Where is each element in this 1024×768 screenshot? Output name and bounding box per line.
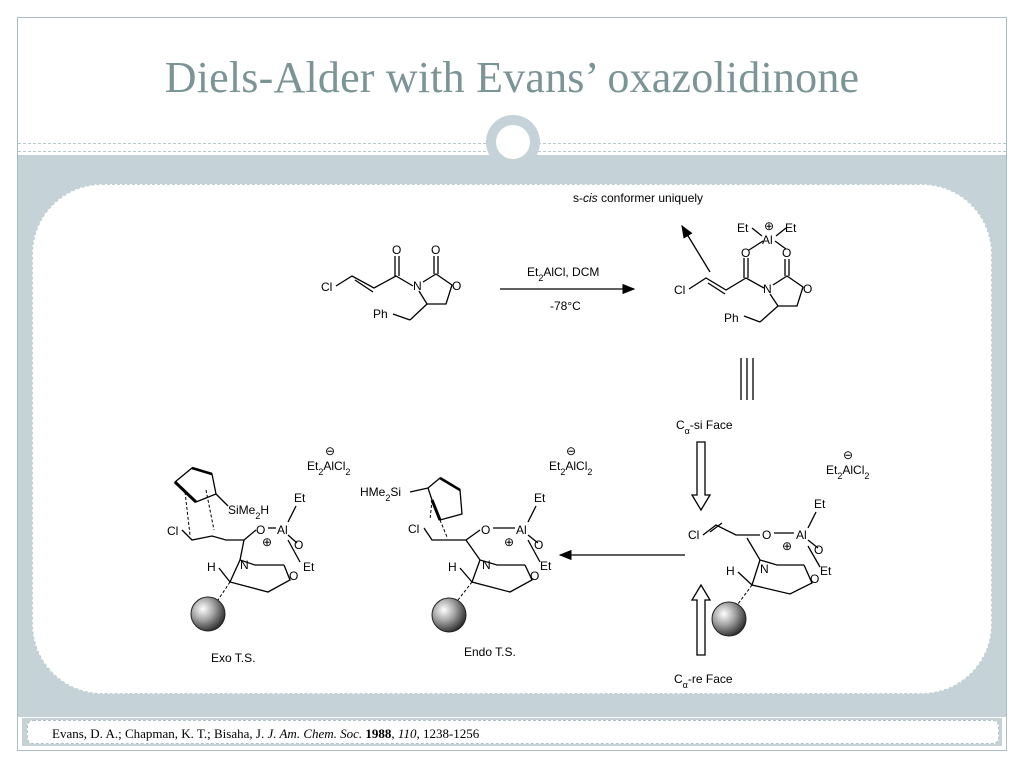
complex-et-right: Et [785, 221, 797, 235]
endo-n-label: N [482, 558, 491, 572]
endo-et-top: Et [534, 491, 546, 505]
complex-cl-label: Cl [674, 283, 685, 297]
counterion-minus-2: ⊖ [566, 444, 576, 458]
dien-o-2: O [814, 543, 823, 557]
dienophile-complex: ⊖ Et2AlCl2 Cl O Al ⊕ Et O Et N O H [688, 448, 869, 637]
complex-o1: O [741, 246, 750, 260]
complex-n-label: N [763, 282, 772, 296]
citation-journal: J. Am. Chem. Soc. [267, 726, 363, 741]
endo-label: Endo T.S. [464, 645, 516, 659]
si-face-arrow [690, 441, 712, 512]
endo-h-label: H [448, 560, 457, 574]
dien-al-label: Al [796, 528, 807, 542]
endo-silyl-label: HMe2Si [360, 485, 401, 503]
citation: Evans, D. A.; Chapman, K. T.; Bisaha, J.… [52, 726, 480, 741]
dien-o-carbonyl: O [762, 528, 771, 542]
endo-o-carbonyl: O [481, 523, 490, 537]
dien-plus: ⊕ [782, 539, 792, 553]
reaction-arrow: Et2AlCl, DCM -78°C [500, 265, 636, 313]
endo-al-label: Al [516, 523, 527, 537]
auxiliary-sphere-2 [431, 597, 467, 633]
dien-n-label: N [760, 562, 769, 576]
exo-o-2: O [294, 538, 303, 552]
counterion-3: Et2AlCl2 [826, 463, 869, 481]
sm-n-label: N [413, 279, 422, 293]
citation-year: 1988 [365, 726, 392, 741]
sm-ph-label: Ph [373, 307, 388, 321]
complex-et-left: Et [737, 221, 749, 235]
complex-al-label: Al [762, 233, 773, 247]
dien-cl-label: Cl [688, 528, 699, 542]
exo-cl-label: Cl [167, 524, 178, 538]
auxiliary-sphere-1 [190, 596, 226, 632]
complex-ring-o: O [803, 282, 812, 296]
endo-transition-state: ⊖ Et2AlCl2 HMe2Si Cl O Al ⊕ Et O Et N O … [360, 444, 592, 659]
counterion-minus-3: ⊖ [843, 448, 853, 462]
counterion-1: Et2AlCl2 [307, 459, 350, 477]
temperature-label: -78°C [550, 299, 581, 313]
re-face-arrow [690, 583, 712, 656]
auxiliary-sphere-3 [711, 601, 747, 637]
exo-o-carbonyl: O [256, 523, 265, 537]
re-face-label: Cα-re Face [674, 672, 733, 690]
exo-transition-state: ⊖ Et2AlCl2 SiMe2H Cl O Al ⊕ Et O Et N O … [167, 444, 350, 665]
equivalence-mark [740, 358, 754, 400]
exo-n-label: N [240, 558, 249, 572]
sm-cl-label: Cl [321, 280, 332, 294]
exo-label: Exo T.S. [211, 651, 255, 665]
sm-carbonyl-o1: O [392, 243, 401, 257]
citation-authors: Evans, D. A.; Chapman, K. T.; Bisaha, J. [52, 726, 265, 741]
complex-o2: O [782, 246, 791, 260]
sm-ring-o: O [452, 279, 461, 293]
exo-silyl-label: SiMe2H [228, 503, 269, 521]
starting-material: Cl O N O O Ph [321, 243, 461, 321]
exo-h-label: H [207, 560, 216, 574]
footer-box [27, 720, 999, 744]
endo-plus: ⊕ [504, 535, 514, 549]
title-ornament-center [493, 122, 533, 162]
exo-ring-o: O [289, 569, 298, 583]
dien-h-label: H [726, 564, 735, 578]
complex-ph-label: Ph [724, 311, 739, 325]
dien-et-top: Et [814, 497, 826, 511]
citation-volume: 110 [397, 726, 417, 741]
reagent-label: Et2AlCl, DCM [527, 265, 599, 283]
s-cis-note: s-cis conformer uniquely [573, 191, 703, 205]
exo-et-top: Et [294, 491, 306, 505]
counterion-minus-1: ⊖ [325, 444, 335, 458]
exo-plus: ⊕ [262, 535, 272, 549]
complex-plus: ⊕ [764, 219, 774, 233]
dien-et-bottom: Et [820, 564, 832, 578]
dien-ring-o: O [810, 572, 819, 586]
counterion-2: Et2AlCl2 [549, 459, 592, 477]
chelated-complex: s-cis conformer uniquely Cl O N O O Al ⊕… [573, 191, 812, 325]
endo-ring-o: O [530, 569, 539, 583]
endo-o-2: O [534, 538, 543, 552]
citation-pages: 1238-1256 [422, 726, 480, 741]
si-face-label: Cα-si Face [676, 418, 733, 436]
exo-et-bottom: Et [303, 560, 315, 574]
sm-carbonyl-o2: O [431, 243, 440, 257]
endo-et-bottom: Et [540, 559, 552, 573]
endo-cl-label: Cl [408, 522, 419, 536]
slide-title: Diels-Alder with Evans’ oxazolidinone [164, 53, 860, 102]
exo-al-label: Al [277, 523, 288, 537]
